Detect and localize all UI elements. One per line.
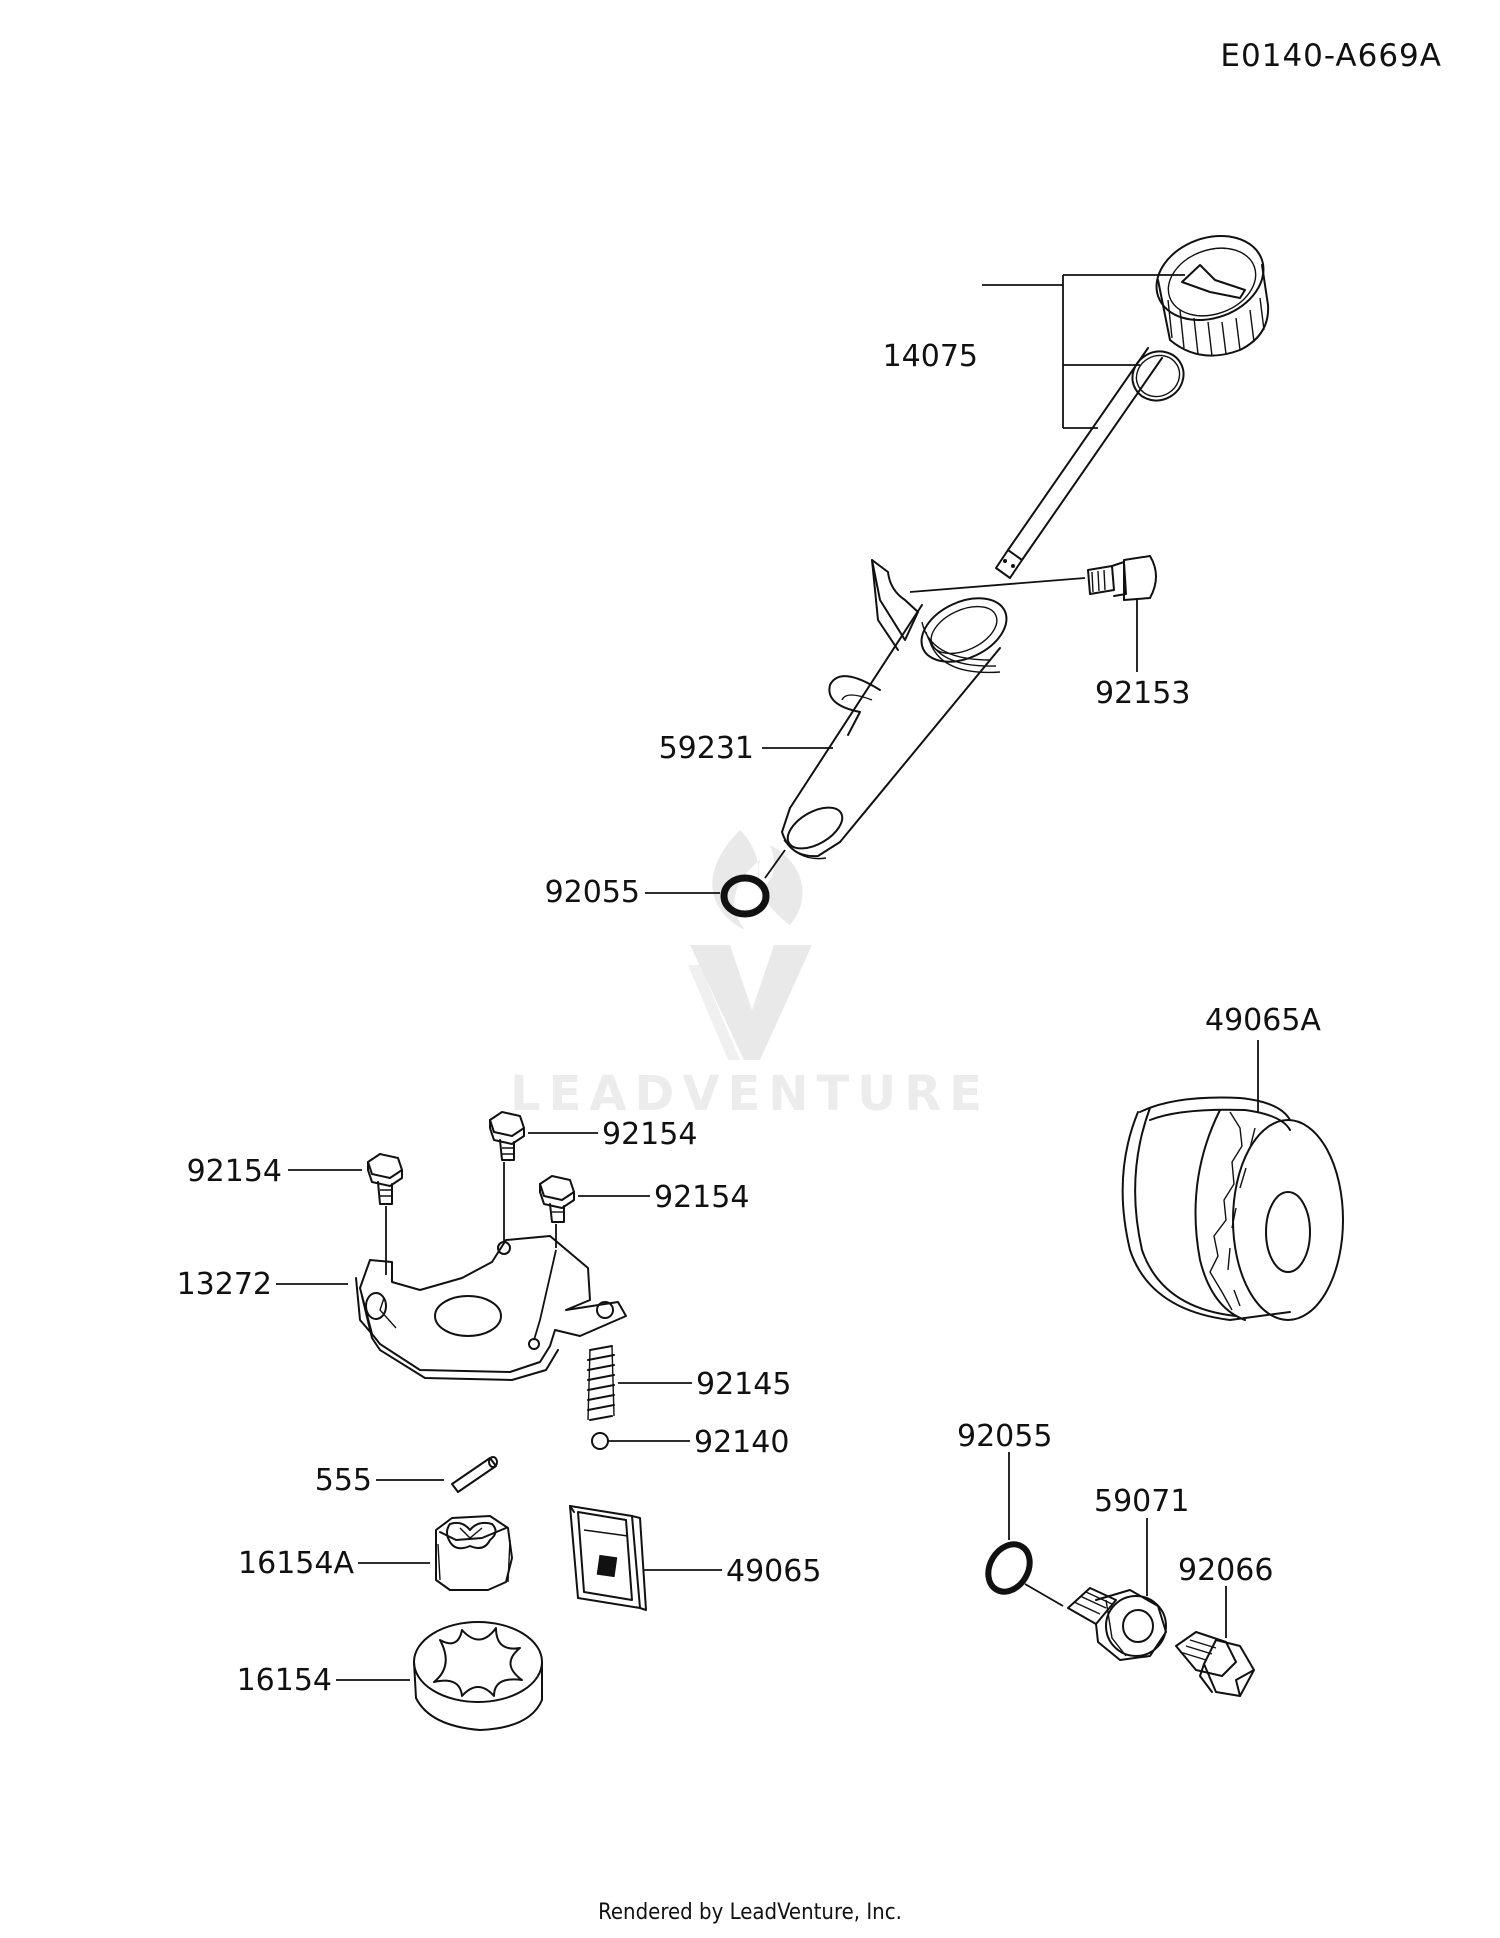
part-label-49065A: 49065A	[1205, 1003, 1321, 1038]
part-label-59071: 59071	[1094, 1484, 1189, 1519]
bolt-92154-a-part	[288, 1153, 403, 1275]
part-label-92055-top: 92055	[545, 875, 640, 910]
part-label-555: 555	[315, 1463, 372, 1498]
footer-credit: Rendered by LeadVenture, Inc.	[598, 1900, 902, 1925]
oil-screen-part	[569, 1505, 722, 1611]
bolt-92154-c-part	[539, 1175, 650, 1248]
relief-ball-part	[591, 1432, 690, 1450]
part-label-49065: 49065	[726, 1554, 821, 1589]
part-label-92066: 92066	[1178, 1553, 1273, 1588]
part-label-13272: 13272	[177, 1267, 272, 1302]
bolt-92153-part	[909, 555, 1157, 672]
part-label-16154: 16154	[237, 1663, 332, 1698]
part-label-16154A: 16154A	[238, 1546, 354, 1581]
o-ring-92055-top-part	[645, 849, 786, 918]
watermark-logo	[688, 830, 812, 1060]
part-label-92153: 92153	[1095, 676, 1190, 711]
spring-part	[587, 1345, 692, 1421]
part-label-92055-bottom: 92055	[957, 1419, 1052, 1454]
part-label-14075: 14075	[883, 339, 978, 374]
part-label-92154-a: 92154	[187, 1154, 282, 1189]
bolt-92154-b-part	[489, 1111, 598, 1243]
oil-filter-part	[1121, 1040, 1344, 1321]
adapter-nipple-part	[1067, 1518, 1167, 1661]
part-label-59231: 59231	[659, 731, 754, 766]
part-label-92154-c: 92154	[654, 1180, 749, 1215]
outer-rotor-part	[336, 1621, 543, 1731]
dipstick-part	[982, 234, 1270, 579]
inner-rotor-part	[358, 1515, 513, 1591]
drain-plug-part	[1175, 1586, 1255, 1697]
part-label-92145: 92145	[696, 1367, 791, 1402]
part-label-92154-b: 92154	[602, 1117, 697, 1152]
pump-cover-part	[276, 1235, 627, 1381]
filler-tube-part	[762, 559, 1008, 860]
part-label-92140: 92140	[694, 1425, 789, 1460]
watermark-text: LEADVENTURE	[510, 1066, 990, 1122]
pin-part	[376, 1456, 498, 1493]
diagram-code: E0140-A669A	[1220, 38, 1442, 74]
o-ring-92055-bottom-part	[985, 1452, 1064, 1607]
